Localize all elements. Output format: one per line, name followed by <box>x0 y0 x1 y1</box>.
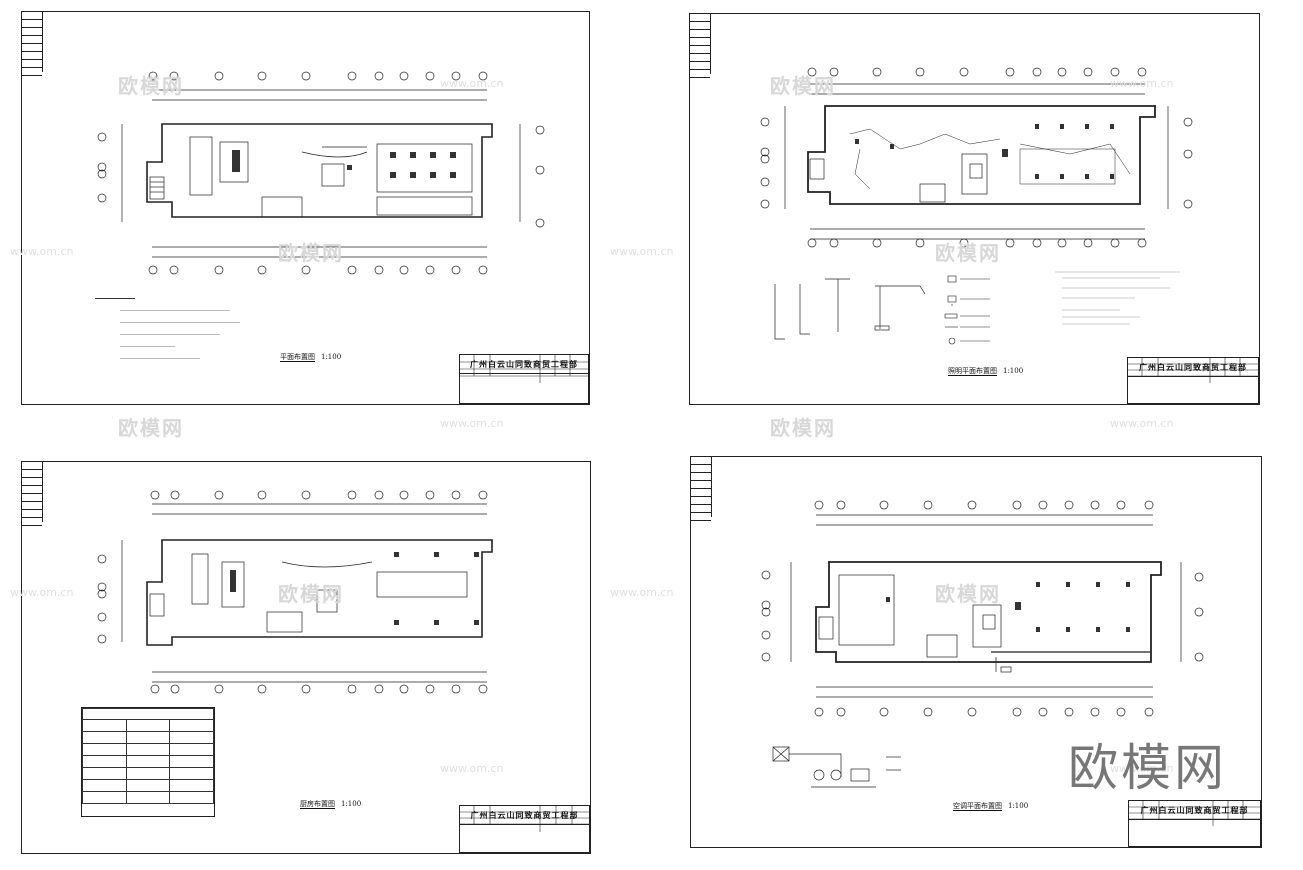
floor-plan-drawing <box>97 71 545 275</box>
drawing-sheet-1: 平面布置图 1:100 广州白云山同致商贸工程部 <box>21 11 590 405</box>
company-name: 广州白云山同致商贸工程部 <box>460 355 588 374</box>
revision-sidebar <box>22 462 43 526</box>
watermark-url: www.om.cn <box>1110 77 1174 90</box>
watermark-logo: 欧模网 <box>118 74 184 98</box>
watermark-url: www.om.cn <box>440 762 504 775</box>
company-name: 广州白云山同致商贸工程部 <box>1128 358 1258 377</box>
watermark-url: www.om.cn <box>1110 762 1174 775</box>
revision-sidebar <box>691 457 712 521</box>
watermark-logo: 欧模网 <box>278 582 344 606</box>
watermark-logo: 欧模网 <box>278 241 344 265</box>
drawing-scale: 1:100 <box>321 353 342 361</box>
drawing-sheet-3: 厨房布置图 1:100 广州白云山同致商贸工程部 <box>21 461 591 854</box>
title-block: 广州白云山同致商贸工程部 <box>459 354 589 404</box>
revision-sidebar <box>690 14 711 78</box>
drawing-title: 厨房布置图 <box>300 800 335 809</box>
drawing-scale: 1:100 <box>1003 367 1024 375</box>
drawing-sheet-4: 空调平面布置图 1:100 广州白云山同致商贸工程部 <box>690 456 1262 848</box>
drawing-title: 空调平面布置图 <box>953 802 1002 811</box>
drawing-caption: 厨房布置图 1:100 <box>300 799 361 809</box>
watermark-url: www.om.cn <box>440 417 504 430</box>
watermark-logo: 欧模网 <box>770 74 836 98</box>
watermark-logo: 欧模网 <box>935 582 1001 606</box>
kitchen-plan-drawing <box>97 490 493 694</box>
electrical-notes <box>1055 271 1180 325</box>
drawing-scale: 1:100 <box>341 800 362 808</box>
lighting-plan-drawing <box>760 67 1193 345</box>
drawing-caption: 照明平面布置图 1:100 <box>948 366 1023 376</box>
drawing-scale: 1:100 <box>1008 802 1029 810</box>
symbol-legend <box>944 275 990 345</box>
title-block-grid <box>460 355 588 383</box>
title-block: 广州白云山同致商贸工程部 <box>459 805 590 853</box>
equipment-legend-table <box>81 707 215 817</box>
drawing-caption: 空调平面布置图 1:100 <box>953 801 1028 811</box>
watermark-logo: 欧模网 <box>935 241 1001 265</box>
title-block-grid <box>1128 358 1258 383</box>
title-block: 广州白云山同致商贸工程部 <box>1128 800 1261 847</box>
watermark-url: www.om.cn <box>10 586 74 599</box>
hvac-plan-drawing <box>761 500 1204 788</box>
watermark-url: www.om.cn <box>610 586 674 599</box>
watermark-url: www.om.cn <box>610 245 674 258</box>
revision-sidebar <box>22 12 43 76</box>
drawing-caption: 平面布置图 1:100 <box>280 352 341 362</box>
brand-watermark: 欧模网 <box>1068 739 1227 797</box>
company-name: 广州白云山同致商贸工程部 <box>460 806 589 825</box>
watermark-url: www.om.cn <box>10 245 74 258</box>
watermark-url: www.om.cn <box>440 77 504 90</box>
title-block-grid <box>460 806 589 832</box>
watermark-logo: 欧模网 <box>118 416 184 440</box>
drawing-sheet-2: 照明平面布置图 1:100 广州白云山同致商贸工程部 <box>689 13 1260 405</box>
design-notes <box>95 292 255 365</box>
grid-axis-bottom <box>148 265 488 275</box>
grid-axis-top <box>148 71 488 81</box>
drawing-title: 照明平面布置图 <box>948 367 997 376</box>
title-block: 广州白云山同致商贸工程部 <box>1127 357 1259 404</box>
watermark-url: www.om.cn <box>1110 417 1174 430</box>
watermark-logo: 欧模网 <box>770 416 836 440</box>
drawing-title: 平面布置图 <box>280 353 315 362</box>
title-block-grid <box>1129 801 1260 826</box>
company-name: 广州白云山同致商贸工程部 <box>1129 801 1260 820</box>
